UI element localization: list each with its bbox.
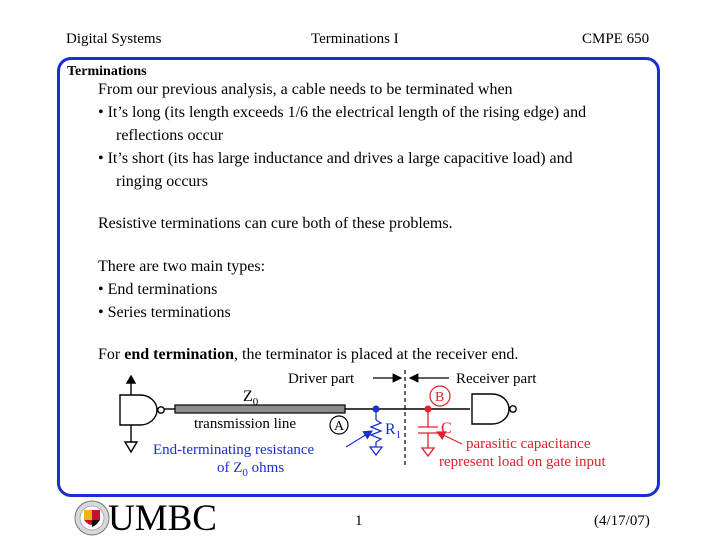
header-course: Digital Systems	[66, 31, 162, 47]
bullet-long-line1: • It’s long (its length exceeds 1/6 the …	[98, 104, 587, 121]
node-a-marker	[329, 415, 349, 435]
end-termination-text: For end termination, the terminator is p…	[98, 346, 518, 364]
driver-nand-gate	[119, 374, 165, 454]
bullet-short-line1: • It’s short (its has large inductance a…	[98, 150, 573, 167]
vcc-arrow-icon	[125, 374, 137, 384]
end-term-line2: of Z0 ohms	[217, 460, 284, 479]
end-termination-bold: end termination	[124, 346, 235, 363]
resistor-r1	[368, 409, 384, 457]
node-a-label: A	[334, 419, 345, 434]
resistive-text: Resistive terminations can cure both of …	[98, 215, 453, 232]
header-title: Terminations I	[311, 31, 399, 47]
z0-label: Z0	[243, 388, 259, 408]
driver-part-label: Driver part	[288, 371, 355, 387]
umbc-seal-icon	[74, 500, 110, 536]
header-course-code: CMPE 650	[582, 31, 650, 47]
type-end: • End terminations	[98, 281, 218, 298]
end-term-line1: End-terminating resistance	[153, 442, 315, 458]
r1-label: R1	[385, 421, 401, 441]
slide-frame	[57, 57, 660, 497]
capacitor-c	[418, 409, 438, 458]
umbc-logo-text: UMBC	[108, 498, 217, 539]
transmission-line-label: transmission line	[194, 416, 296, 432]
c-label: C	[441, 420, 452, 437]
transmission-line-bar	[174, 404, 346, 414]
end-termination-pre: For	[98, 346, 125, 363]
resistance-pointer	[345, 430, 374, 448]
node-b-marker	[429, 385, 451, 407]
parasitic-line2: represent load on gate input	[439, 454, 606, 470]
slide-date: (4/17/07)	[594, 513, 650, 529]
capacitance-pointer	[435, 431, 463, 445]
node-b-label: B	[435, 390, 444, 405]
types-intro: There are two main types:	[98, 258, 266, 275]
type-series: • Series terminations	[98, 304, 231, 321]
parasitic-line1: parasitic capacitance	[466, 436, 591, 452]
section-heading: Terminations	[67, 64, 147, 79]
bullet-short-line2: ringing occurs	[116, 173, 208, 190]
page-number: 1	[355, 513, 363, 529]
receiver-nand-gate	[471, 393, 517, 425]
intro-text: From our previous analysis, a cable need…	[98, 81, 513, 98]
end-termination-post: , the terminator is placed at the receiv…	[234, 346, 519, 363]
bullet-long-line2: reflections occur	[116, 127, 224, 144]
receiver-part-label: Receiver part	[456, 371, 537, 387]
ground-icon	[123, 441, 139, 454]
